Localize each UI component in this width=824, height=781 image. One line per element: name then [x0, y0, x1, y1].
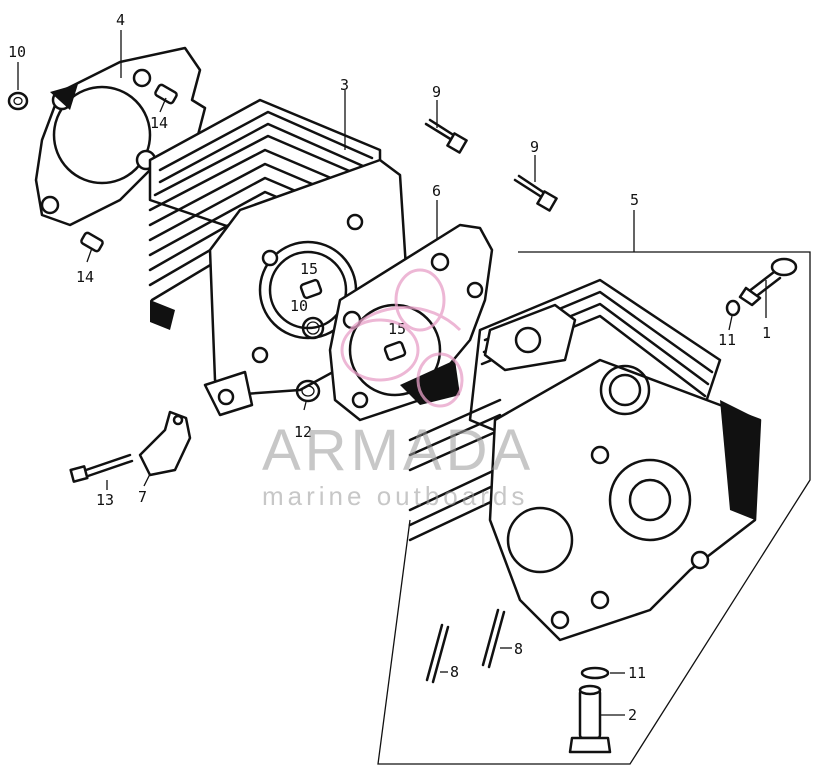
callout-4: 4	[116, 11, 125, 29]
bolt-13	[69, 453, 134, 483]
callout-6: 6	[432, 182, 441, 200]
o-ring-upper-left	[7, 91, 29, 111]
bolt-2	[568, 684, 612, 754]
stud-8-right	[481, 608, 506, 669]
callout-11-lower: 11	[628, 664, 646, 682]
callout-14-lower: 14	[76, 268, 94, 286]
bolt-9-upper	[424, 118, 468, 154]
watermark-tagline: marine outboards	[262, 481, 528, 511]
callout-12: 12	[294, 423, 312, 441]
callout-14-upper: 14	[150, 114, 168, 132]
o-ring-11-lower	[580, 666, 610, 680]
clamp-7	[138, 410, 192, 477]
bolt-9-lower	[513, 174, 558, 212]
callout-2: 2	[628, 706, 637, 724]
bolt-1	[738, 257, 798, 307]
group-bracket-5	[377, 210, 811, 765]
callout-1: 1	[762, 324, 771, 342]
watermark-logo: ARMADA marine outboards	[262, 268, 534, 511]
dowel-pin-upper	[299, 278, 323, 300]
dowel-pin-14-upper	[154, 83, 178, 105]
callout-7: 7	[138, 488, 147, 506]
callout-15-upper: 15	[300, 260, 318, 278]
callout-8-right: 8	[514, 640, 523, 658]
callout-11-upper: 11	[718, 331, 736, 349]
watermark-brand: ARMADA	[262, 418, 534, 483]
callout-3: 3	[340, 76, 349, 94]
leader-lines	[17, 30, 767, 716]
stud-8-left	[425, 623, 450, 684]
dowel-pin-lower	[383, 340, 407, 362]
callout-10-block: 10	[290, 297, 308, 315]
callout-9-upper: 9	[432, 83, 441, 101]
callout-8-left: 8	[450, 663, 459, 681]
watermark-flower-mark	[340, 268, 464, 408]
callout-10-upper-left: 10	[8, 43, 26, 61]
callout-9-lower: 9	[530, 138, 539, 156]
o-ring-on-block	[301, 316, 325, 340]
dowel-pin-14-lower	[80, 231, 104, 253]
callout-13: 13	[96, 491, 114, 509]
cylinder-head	[408, 278, 762, 642]
callout-5: 5	[630, 191, 639, 209]
o-ring-11-upper	[725, 299, 741, 317]
o-ring-12	[295, 379, 321, 403]
